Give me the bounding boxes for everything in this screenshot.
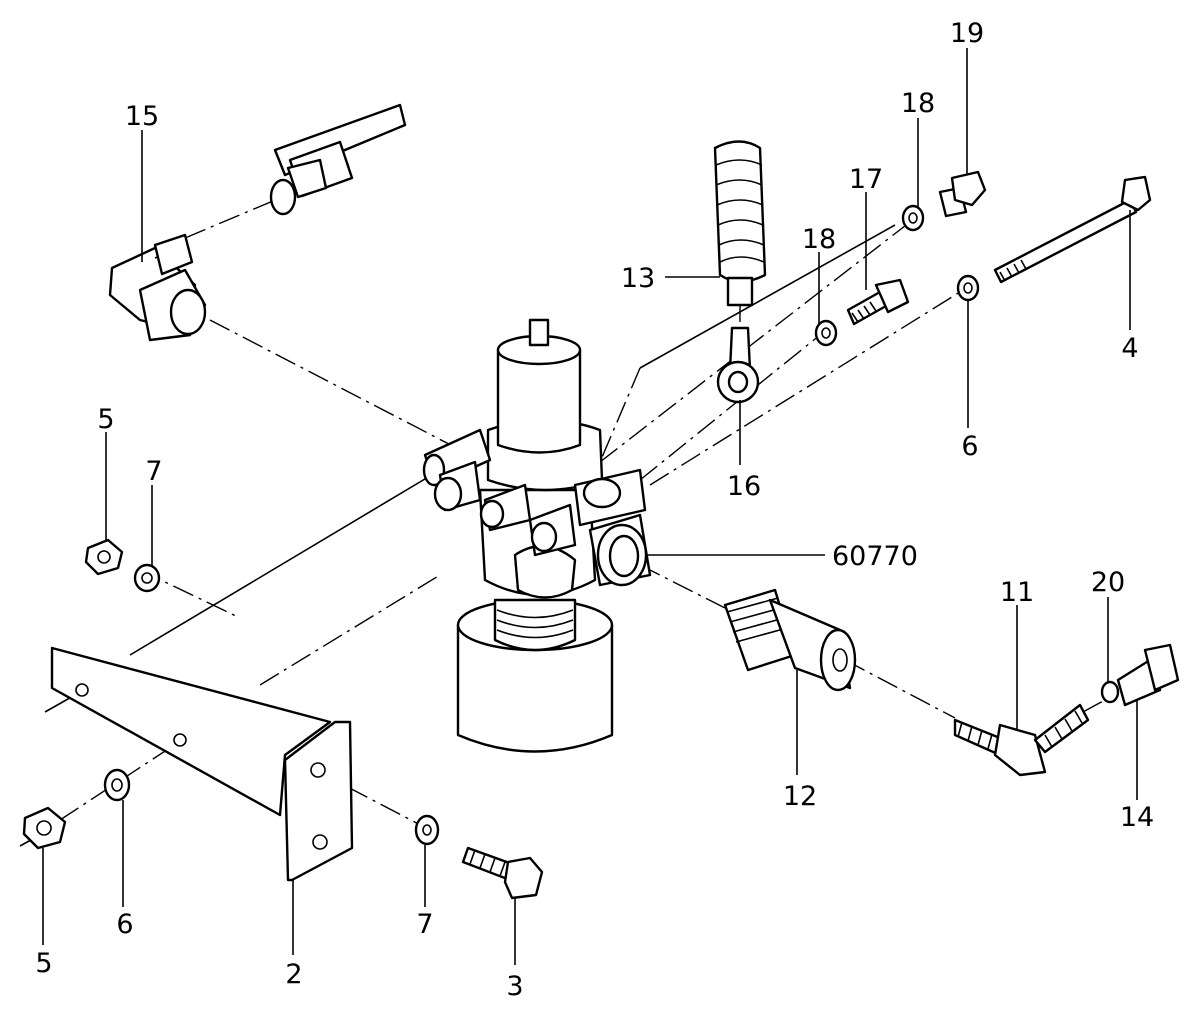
part-5-nut-upper <box>84 538 124 576</box>
callout-7-upper: 7 <box>145 456 162 487</box>
callout-6-upper: 6 <box>961 431 978 462</box>
part-6-washer-lower <box>103 768 131 802</box>
part-15-elbow-fitting <box>108 103 407 342</box>
callout-17: 17 <box>849 164 883 195</box>
part-18-washer-upper <box>901 204 925 232</box>
callout-15: 15 <box>125 101 159 132</box>
part-7-washer-upper <box>133 563 161 593</box>
part-17-banjo-bolt <box>846 278 910 326</box>
callout-16: 16 <box>727 471 761 502</box>
part-3-bolt <box>461 846 544 900</box>
callout-60770: 60770 <box>832 541 918 572</box>
part-19-plug <box>938 170 987 218</box>
callout-18-upper: 18 <box>901 88 935 119</box>
callout-12: 12 <box>783 781 817 812</box>
part-2-bracket <box>50 646 354 882</box>
callout-13: 13 <box>621 263 655 294</box>
part-6-washer-upper <box>956 274 980 302</box>
callout-7-lower: 7 <box>416 909 433 940</box>
callout-4: 4 <box>1121 333 1138 364</box>
callout-5-upper: 5 <box>97 404 114 435</box>
callout-5-lower: 5 <box>35 948 52 979</box>
callout-2: 2 <box>285 959 302 990</box>
callout-19: 19 <box>950 18 984 49</box>
valve-body-60770 <box>422 318 652 753</box>
leader-lines <box>42 48 1138 965</box>
callout-14: 14 <box>1120 802 1154 833</box>
part-11-elbow <box>953 703 1090 777</box>
part-13-hose <box>713 140 767 307</box>
callout-labels: 15 13 18 19 17 18 4 6 16 5 7 60770 11 20… <box>35 18 1154 1002</box>
part-14-coupler <box>1116 643 1180 707</box>
part-16-banjo <box>716 326 760 404</box>
callout-20: 20 <box>1091 567 1125 598</box>
part-5-nut-lower <box>22 806 67 850</box>
callout-18-lower: 18 <box>802 224 836 255</box>
part-7-washer-lower <box>414 814 440 846</box>
callout-11: 11 <box>1000 577 1034 608</box>
part-4-long-bolt <box>993 175 1152 284</box>
part-18-washer-lower <box>814 319 838 347</box>
callout-6-lower: 6 <box>116 909 133 940</box>
part-20-ring <box>1100 680 1120 704</box>
callout-3: 3 <box>506 971 523 1002</box>
part-12-union <box>723 588 857 692</box>
